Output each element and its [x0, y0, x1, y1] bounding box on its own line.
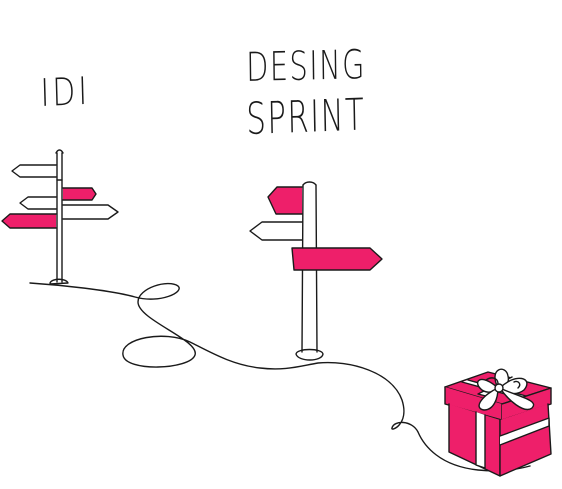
- gift-box-icon: [444, 368, 552, 477]
- signpost-icon: [1, 149, 119, 285]
- signpost-icon: [249, 181, 383, 361]
- winding-path-line: [29, 282, 531, 472]
